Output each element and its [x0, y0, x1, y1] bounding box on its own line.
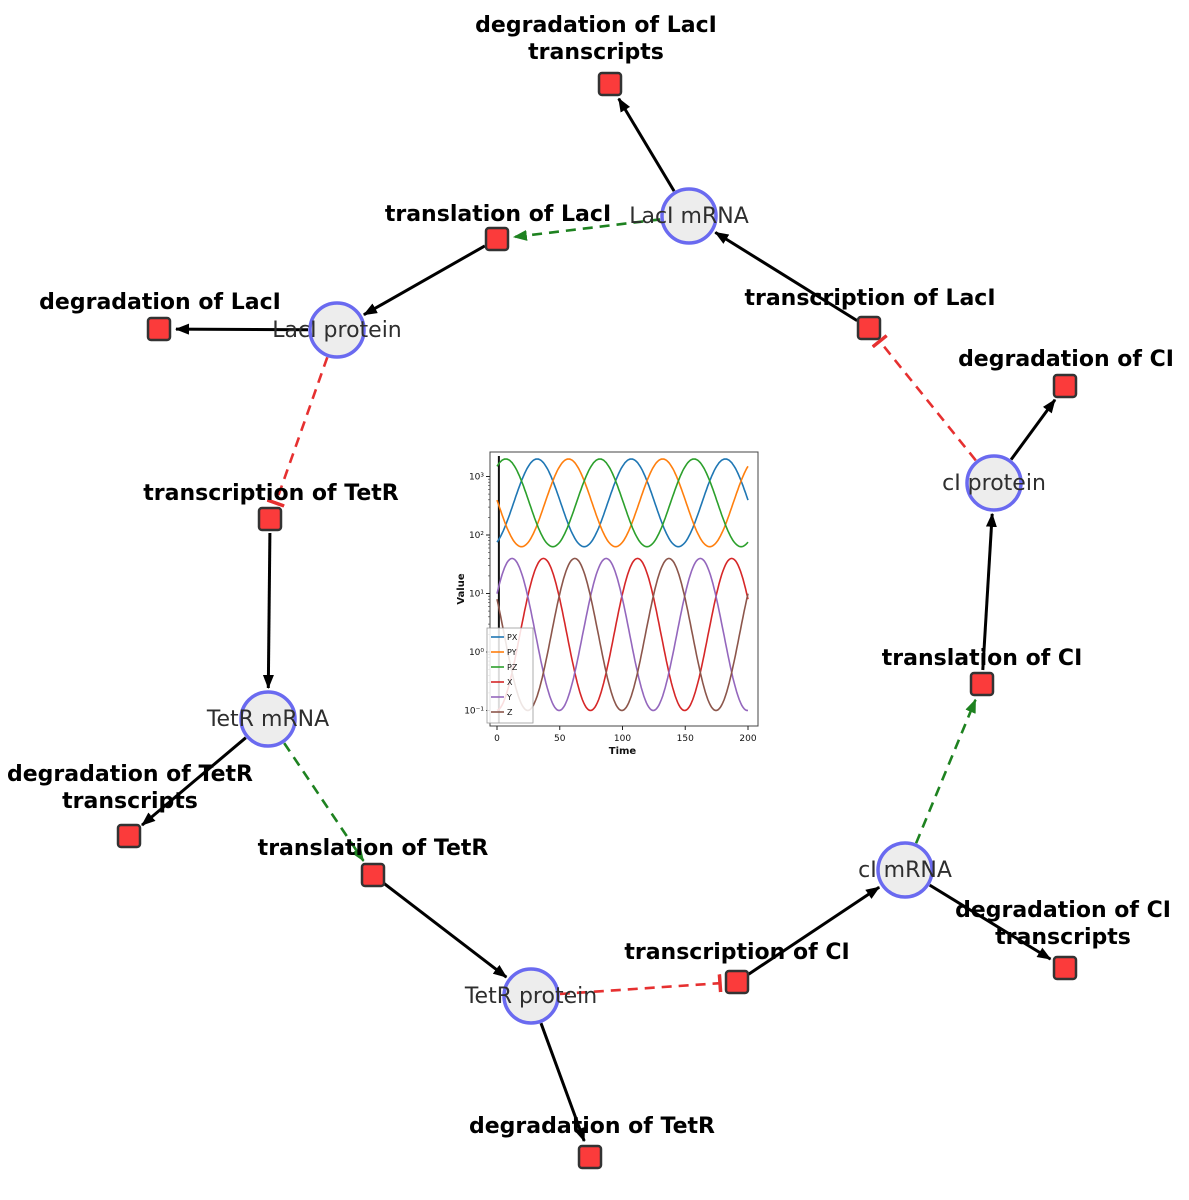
legend-label-py: PY — [507, 648, 517, 657]
edge-translation-laci-to-laci-protein — [363, 244, 486, 317]
edge-tetr-mrna-to-translation-tetr — [283, 742, 365, 862]
reaction-label-translation-tetr: translation of TetR — [258, 836, 489, 861]
reaction-label-line: degradation of CI — [955, 898, 1171, 923]
reaction-node-deg-ci-tx[interactable] — [1052, 955, 1078, 981]
reaction-label-line: transcripts — [528, 40, 664, 65]
chart-x-axis-label: Time — [609, 746, 637, 757]
reaction-label-line: translation of TetR — [258, 836, 489, 861]
reaction-label-line: degradation of CI — [958, 347, 1174, 372]
reaction-label-deg-ci: degradation of CI — [958, 347, 1174, 372]
reaction-label-transcription-laci: transcription of LacI — [744, 286, 995, 311]
reaction-node-transcription-tetr[interactable] — [257, 506, 283, 532]
species-node-tetr-protein[interactable] — [502, 967, 560, 1025]
reaction-label-transcription-ci: transcription of CI — [624, 940, 849, 965]
reaction-node-deg-ci[interactable] — [1052, 373, 1078, 399]
edge-translation-ci-to-ci-protein — [981, 512, 997, 671]
edge-laci-protein-to-deg-laci — [175, 323, 309, 335]
edge-tetr-mrna-to-deg-tetr-tx — [141, 736, 247, 827]
species-label-laci-protein: LacI protein — [272, 318, 402, 343]
x-tick-label: 50 — [554, 734, 566, 744]
reaction-node-deg-tetr-tx[interactable] — [116, 823, 142, 849]
y-tick-label: 10³ — [469, 473, 484, 483]
reaction-label-line: translation of LacI — [385, 202, 611, 227]
reaction-label-line: transcripts — [995, 925, 1131, 950]
edge-ci-mrna-to-deg-ci-tx — [928, 883, 1052, 961]
reaction-label-line: translation of CI — [882, 646, 1083, 671]
edge-tetr-protein-to-transcription-ci — [559, 974, 723, 996]
y-tick-label: 10⁰ — [469, 648, 484, 658]
series-line-x — [496, 557, 749, 712]
reaction-node-deg-tetr[interactable] — [577, 1144, 603, 1170]
node-layer — [116, 71, 1078, 1170]
x-tick-label: 150 — [677, 734, 694, 744]
reaction-label-line: degradation of LacI — [475, 13, 717, 38]
species-label-tetr-protein: TetR protein — [464, 984, 597, 1009]
legend-label-x: X — [507, 678, 513, 687]
edge-tetr-protein-to-deg-tetr — [539, 1022, 586, 1142]
edge-ci-protein-to-transcription-laci — [871, 334, 977, 462]
edge-transcription-tetr-to-tetr-mrna — [262, 532, 274, 689]
edge-laci-protein-to-transcription-tetr — [266, 356, 329, 508]
edge-ci-protein-to-deg-ci — [1009, 398, 1057, 461]
edge-transcription-ci-to-ci-mrna — [747, 885, 881, 976]
legend-label-px: PX — [507, 633, 518, 642]
x-tick-label: 200 — [739, 734, 756, 744]
series-line-py — [496, 458, 749, 548]
reaction-node-translation-tetr[interactable] — [360, 862, 386, 888]
reaction-label-line: transcription of TetR — [143, 481, 399, 506]
reaction-label-deg-tetr: degradation of TetR — [469, 1114, 715, 1139]
species-label-tetr-mrna: TetR mRNA — [206, 707, 329, 732]
reaction-node-deg-laci[interactable] — [146, 316, 172, 342]
edge-ci-mrna-to-translation-ci — [914, 698, 977, 844]
edge-translation-tetr-to-tetr-protein — [383, 882, 508, 979]
species-label-ci-protein: cI protein — [942, 471, 1046, 496]
legend-label-y: Y — [506, 693, 512, 702]
species-label-ci-mrna: cI mRNA — [858, 858, 952, 883]
y-tick-label: 10¹ — [469, 590, 484, 600]
species-node-ci-mrna[interactable] — [876, 841, 934, 899]
reaction-label-line: degradation of TetR — [7, 762, 253, 787]
reaction-label-translation-ci: translation of CI — [882, 646, 1083, 671]
chart-legend-box — [486, 627, 534, 724]
chart-y-axis-label: Value — [456, 573, 467, 604]
legend-label-z: Z — [507, 708, 513, 717]
reaction-label-line: transcripts — [62, 789, 198, 814]
series-line-pz — [496, 458, 749, 548]
reaction-node-deg-laci-tx[interactable] — [597, 71, 623, 97]
series-line-px — [496, 458, 749, 548]
edge-transcription-laci-to-laci-mrna — [714, 231, 858, 322]
edge-layer — [141, 97, 1057, 1142]
reaction-label-line: degradation of TetR — [469, 1114, 715, 1139]
reaction-label-transcription-tetr: transcription of TetR — [143, 481, 399, 506]
reaction-label-line: transcription of LacI — [744, 286, 995, 311]
x-tick-label: 100 — [614, 734, 631, 744]
series-line-y — [496, 557, 748, 712]
legend-label-pz: PZ — [507, 663, 518, 672]
reaction-label-deg-laci: degradation of LacI — [39, 290, 281, 315]
reaction-node-translation-laci[interactable] — [484, 226, 510, 252]
edge-laci-mrna-to-translation-laci — [512, 218, 661, 241]
reaction-node-translation-ci[interactable] — [969, 671, 995, 697]
reaction-label-line: transcription of CI — [624, 940, 849, 965]
reaction-node-transcription-laci[interactable] — [856, 315, 882, 341]
x-tick-label: 0 — [494, 734, 500, 744]
species-node-ci-protein[interactable] — [965, 454, 1023, 512]
edge-laci-mrna-to-deg-laci-tx — [617, 97, 676, 192]
y-tick-label: 10⁻¹ — [464, 707, 484, 717]
reaction-node-transcription-ci[interactable] — [724, 969, 750, 995]
species-node-tetr-mrna[interactable] — [239, 690, 297, 748]
series-line-z — [496, 557, 749, 712]
species-label-laci-mrna: LacI mRNA — [629, 204, 749, 229]
species-node-laci-protein[interactable] — [308, 301, 366, 359]
reaction-label-translation-laci: translation of LacI — [385, 202, 611, 227]
y-tick-label: 10² — [469, 531, 484, 541]
reaction-label-line: degradation of LacI — [39, 290, 281, 315]
species-node-laci-mrna[interactable] — [660, 187, 718, 245]
